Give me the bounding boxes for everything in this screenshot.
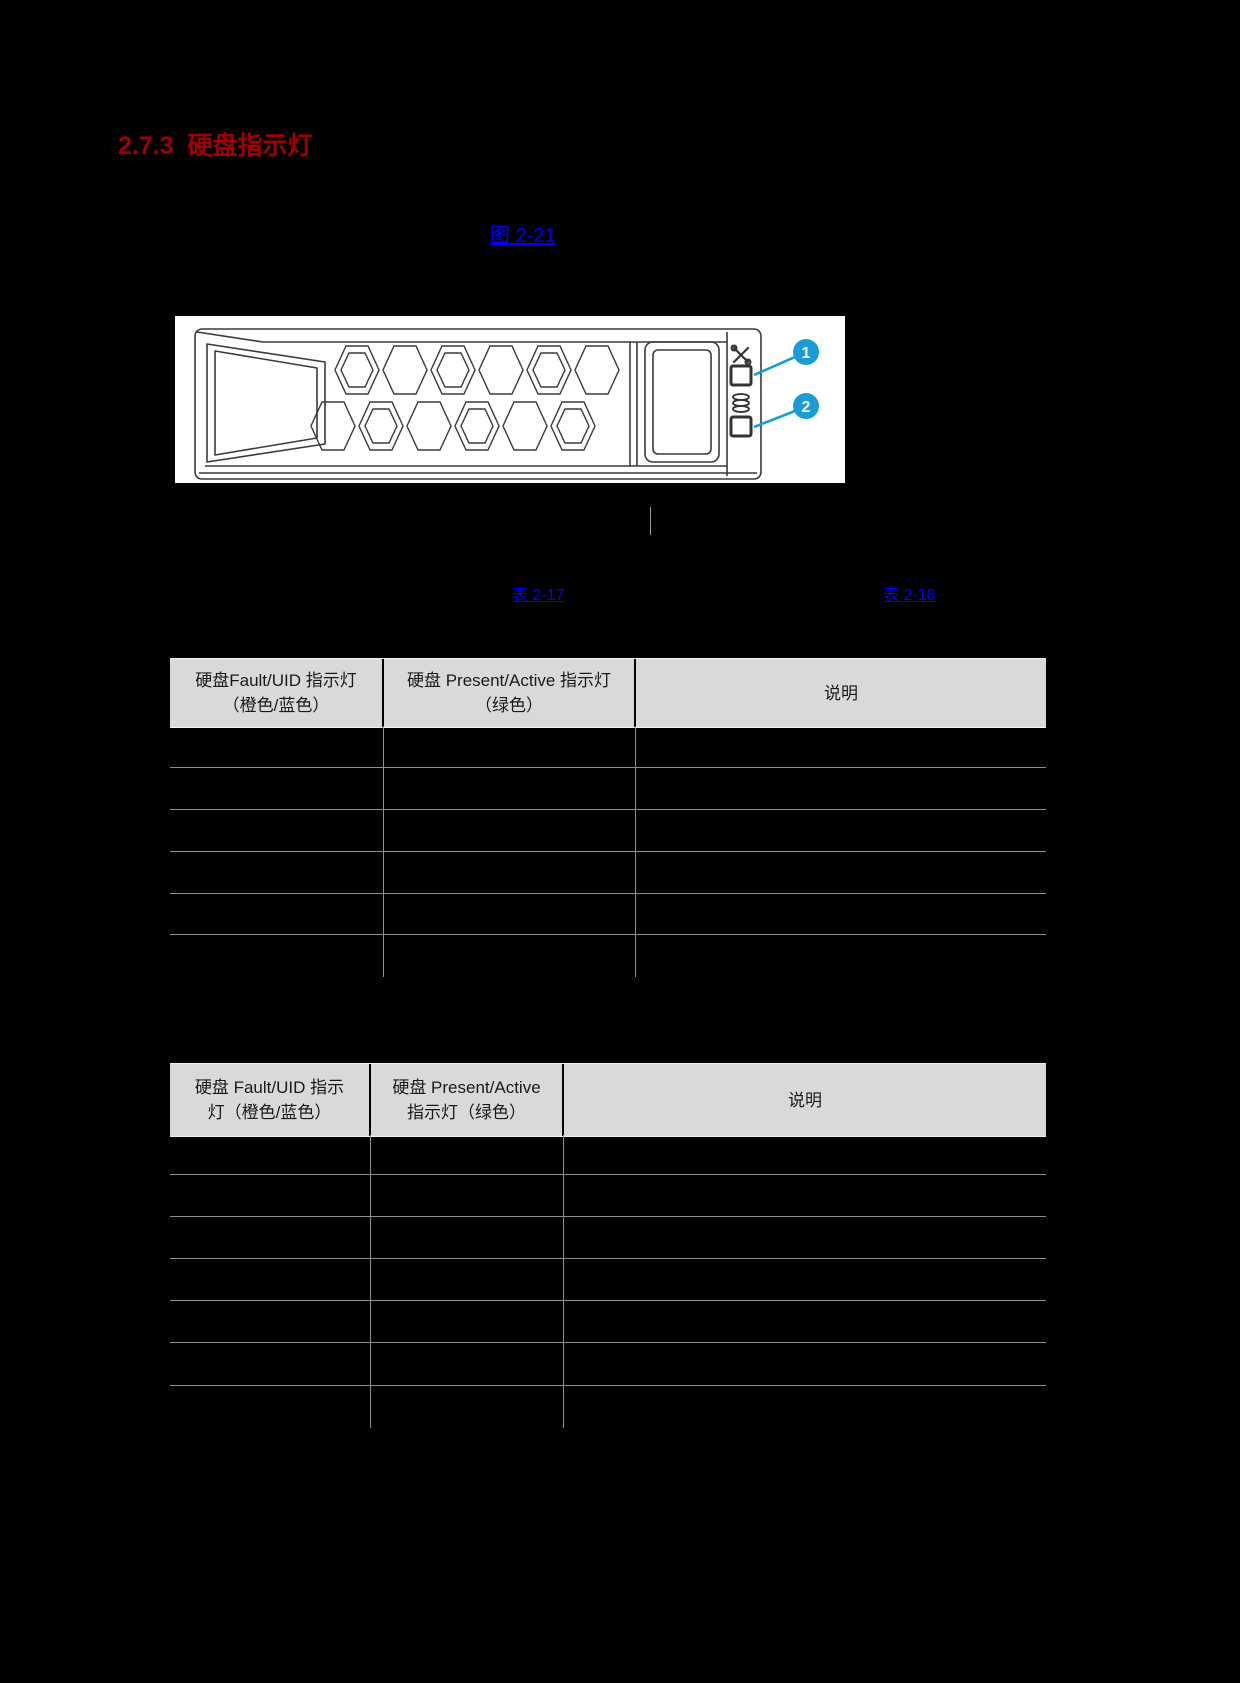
table-row [170,768,1046,810]
hex-vents [310,345,620,451]
table-cell [170,1259,369,1300]
callout-1-leader [753,355,796,377]
table-row [170,1259,1046,1301]
fault-led-button [729,364,753,387]
table-cell [170,852,382,893]
figure-legend-divider [650,507,651,535]
drive-tray-outline [194,328,762,480]
table1-header-row: 硬盘Fault/UID 指示灯 （橙色/蓝色） 硬盘 Present/Activ… [170,658,1046,728]
figure-2-21-link[interactable]: 图 2-21 [490,225,556,247]
table-2-18-link[interactable]: 表 2-18 [883,587,936,604]
table-row [170,810,1046,852]
table-cell [170,1175,369,1216]
callout-2-badge [793,393,819,419]
active-led-button [729,415,753,438]
wrench-icon [730,344,752,366]
table1-header-description: 说明 [636,659,1046,727]
table-row [170,1135,1046,1175]
table-cell [170,1217,369,1258]
table-cell [560,1175,1046,1216]
table1-header-fault-uid: 硬盘Fault/UID 指示灯 （橙色/蓝色） [170,659,382,727]
table-cell [382,935,632,977]
table-row [170,1386,1046,1428]
table2-header-fault-uid: 硬盘 Fault/UID 指示 灯（橙色/蓝色） [170,1064,369,1136]
table-cell [369,1343,560,1385]
header-text: 说明 [788,1090,822,1110]
disk-icon [732,393,750,413]
table-cell [369,1386,560,1428]
callout-1-badge [793,339,819,365]
table-column-divider [635,726,636,977]
table2-header-row: 硬盘 Fault/UID 指示 灯（橙色/蓝色） 硬盘 Present/Acti… [170,1063,1046,1137]
table-cell [170,1301,369,1342]
callout-1-number: 1 [802,345,811,362]
table-row [170,1301,1046,1343]
table-cell [632,852,1046,893]
table2-header-description: 说明 [564,1064,1046,1136]
table-cell [560,1343,1046,1385]
table-cell [382,894,632,934]
table-row [170,1343,1046,1386]
table-cell [369,1259,560,1300]
table-row [170,1217,1046,1259]
table2-header-present-active: 硬盘 Present/Active 指示灯（绿色） [371,1064,562,1136]
table-cell [632,894,1046,934]
table-cell [560,1259,1046,1300]
table-column-divider [370,1135,371,1428]
table-cell [170,1343,369,1385]
table-2-17-link[interactable]: 表 2-17 [512,587,565,604]
header-text: （橙色/蓝色） [222,696,330,715]
table-cell [560,1135,1046,1174]
header-text: 硬盘Fault/UID 指示灯 [195,671,357,690]
table-cell [382,852,632,893]
table-row [170,1175,1046,1217]
header-text: 硬盘 Present/Active 指示灯 [406,671,612,690]
table-row [170,935,1046,977]
table-cell [560,1386,1046,1428]
table-column-divider [383,726,384,977]
header-text: 硬盘 Present/Active [392,1078,541,1097]
table-cell [369,1135,560,1174]
table-row [170,726,1046,768]
table-cell [170,810,382,851]
callout-2-number: 2 [802,399,811,416]
table-cell [369,1301,560,1342]
drive-tray-figure: 1 2 [194,328,819,480]
table-cell [170,768,382,809]
table-cell [170,1386,369,1428]
table-cell [632,768,1046,809]
section-heading: 2.7.3 硬盘指示灯 [118,132,313,160]
table-cell [382,768,632,809]
table-cell [560,1217,1046,1258]
table-cell [632,935,1046,977]
table-cell [560,1301,1046,1342]
table-cell [632,726,1046,767]
table-cell [170,726,382,767]
header-text: （绿色） [475,696,543,715]
table-row [170,894,1046,935]
header-text: 指示灯（绿色） [407,1103,526,1122]
table-cell [369,1217,560,1258]
header-text: 灯（橙色/蓝色） [207,1103,332,1122]
table2-body [170,1135,1046,1428]
table1-body [170,726,1046,977]
table-cell [170,1135,369,1174]
table-cell [632,810,1046,851]
table1-header-present-active: 硬盘 Present/Active 指示灯 （绿色） [384,659,634,727]
table-cell [369,1175,560,1216]
table-column-divider [563,1135,564,1428]
table-cell [170,935,382,977]
header-text: 硬盘 Fault/UID 指示 [194,1078,345,1097]
figure-panel: 1 2 [175,316,845,483]
table-row [170,852,1046,894]
latch-opening [206,343,326,463]
table-cell [170,894,382,934]
table-cell [382,726,632,767]
drive-door [644,341,720,463]
table-cell [382,810,632,851]
header-text: 说明 [824,683,858,703]
callout-2-leader [753,409,796,429]
